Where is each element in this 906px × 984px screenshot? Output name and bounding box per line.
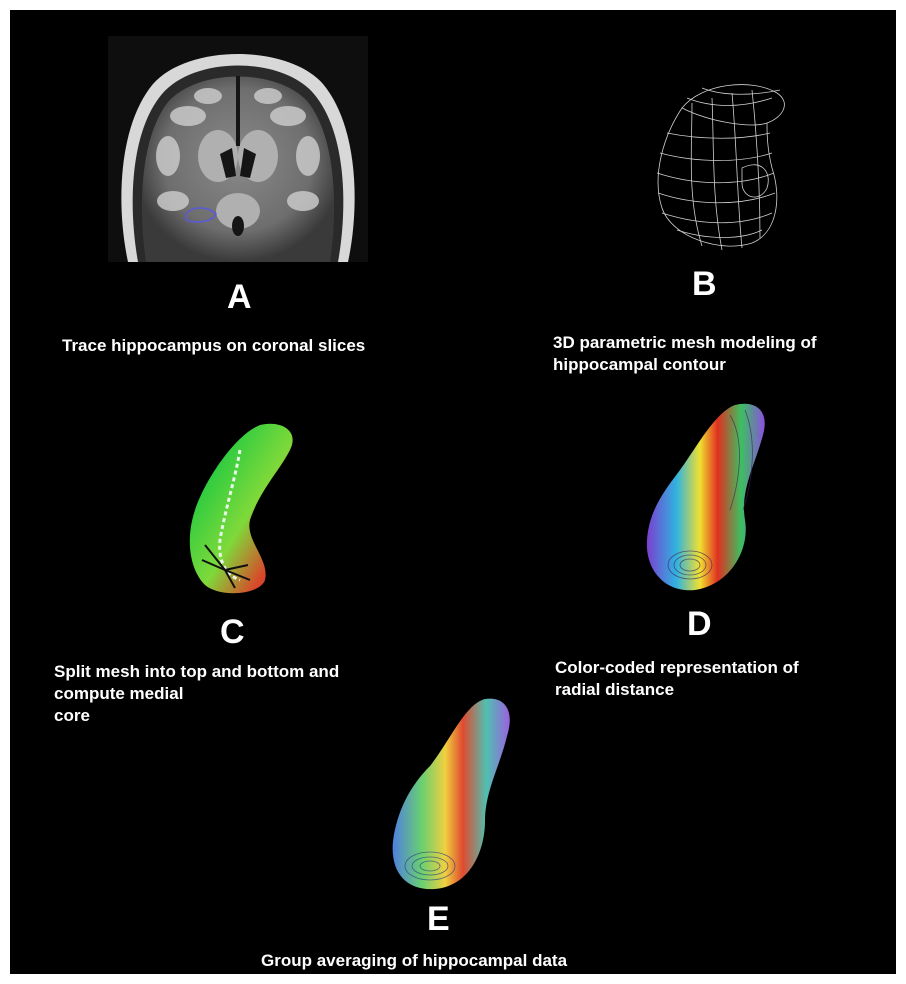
panel-e-letter: E [427, 902, 450, 936]
caption-line: Group averaging of hippocampal data [261, 950, 567, 972]
caption-line: core [54, 705, 339, 727]
panel-c-caption: Split mesh into top and bottom and compu… [54, 661, 339, 727]
caption-line: 3D parametric mesh modeling of [553, 332, 817, 354]
mri-coronal-slice-image [108, 36, 368, 262]
caption-line: hippocampal contour [553, 354, 817, 376]
panel-a-letter: A [227, 280, 252, 314]
radial-distance-map-image [635, 400, 775, 600]
panel-e-caption: Group averaging of hippocampal data [261, 950, 567, 972]
caption-line: Color-coded representation of [555, 657, 799, 679]
panel-a-caption: Trace hippocampus on coronal slices [62, 335, 365, 357]
caption-line: radial distance [555, 679, 799, 701]
panel-b-caption: 3D parametric mesh modeling of hippocamp… [553, 332, 817, 376]
caption-line: Trace hippocampus on coronal slices [62, 335, 365, 357]
wireframe-mesh-image [642, 78, 812, 260]
panel-d-letter: D [687, 607, 712, 641]
panel-b-letter: B [692, 267, 717, 301]
panel-c-letter: C [220, 615, 245, 649]
group-average-map-image [385, 696, 520, 896]
caption-line: Split mesh into top and bottom and [54, 661, 339, 683]
colored-split-mesh-image [180, 420, 310, 600]
figure-frame: A B C D E Trace hippocampus on coronal s… [10, 10, 896, 974]
panel-d-caption: Color-coded representation of radial dis… [555, 657, 799, 701]
caption-line: compute medial [54, 683, 339, 705]
